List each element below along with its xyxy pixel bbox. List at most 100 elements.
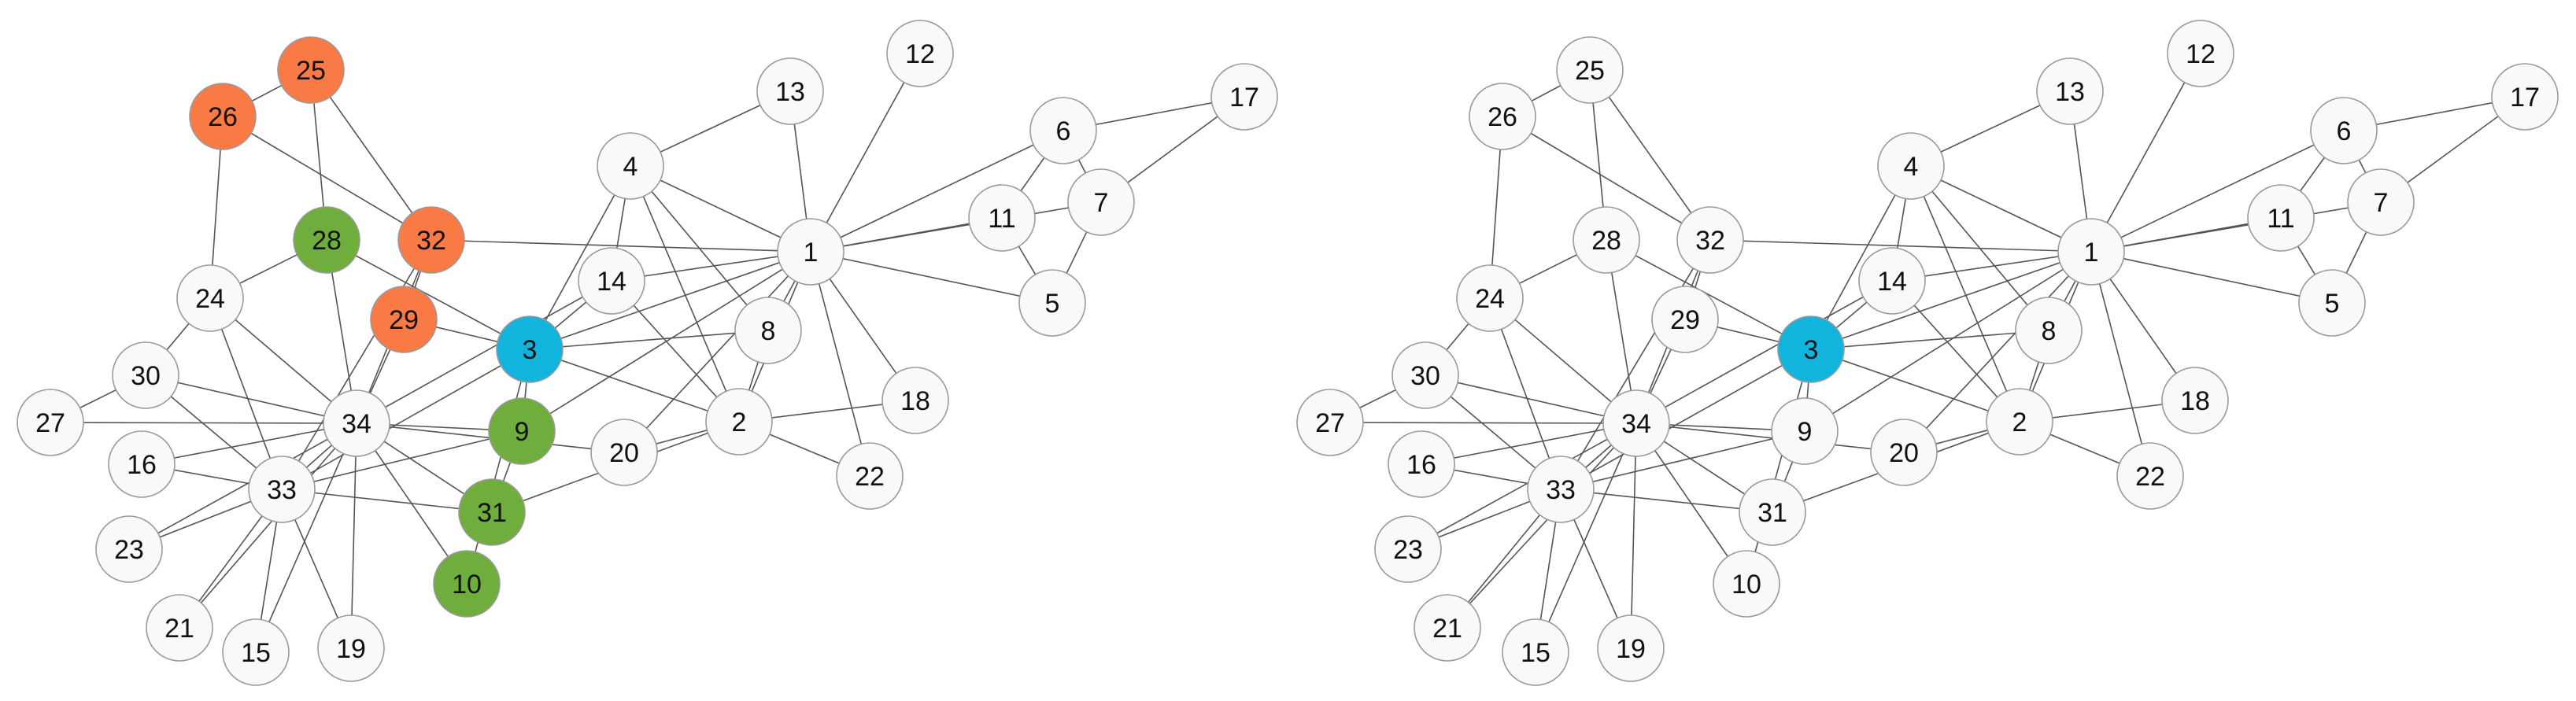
node-15: 15 [1502, 618, 1569, 686]
node-circle [1391, 341, 1459, 409]
node-label: 21 [164, 614, 194, 644]
node-label: 32 [1695, 226, 1725, 256]
edge-3-10 [1746, 349, 1812, 585]
node-label: 6 [2337, 116, 2352, 146]
node-6: 6 [2310, 97, 2378, 164]
node-circle [886, 20, 954, 87]
node-circle [836, 442, 904, 510]
node-circle [1877, 132, 1945, 200]
edge-24-33 [1489, 297, 1561, 490]
node-9: 9 [1771, 397, 1839, 465]
node-label: 9 [515, 417, 530, 447]
edge-21-34 [179, 422, 357, 629]
node-14: 14 [578, 247, 645, 315]
edge-23-34 [128, 422, 357, 550]
node-circle [705, 388, 773, 456]
node-label: 18 [900, 386, 930, 416]
edge-30-34 [145, 374, 357, 424]
node-label: 13 [2055, 77, 2085, 107]
node-label: 21 [1432, 614, 1462, 644]
node-circle [277, 36, 345, 104]
node-18: 18 [2161, 367, 2229, 434]
node-5: 5 [2298, 269, 2366, 337]
node-label: 31 [477, 498, 507, 528]
node-circle [2167, 20, 2234, 87]
node-15: 15 [222, 618, 290, 686]
edge-1-3 [1810, 251, 2092, 350]
node-24: 24 [176, 264, 244, 332]
node-8: 8 [2015, 297, 2083, 364]
node-circle [1739, 478, 1806, 546]
node-label: 20 [1889, 438, 1919, 468]
node-circle [2161, 367, 2229, 434]
node-label: 7 [2374, 188, 2389, 218]
edge-1-20 [1903, 251, 2092, 453]
node-label: 19 [336, 634, 366, 664]
edge-14-34 [356, 280, 612, 424]
graph-left: 1234567891011121314151617181920212223242… [17, 20, 1278, 686]
node-label: 9 [1798, 417, 1813, 447]
node-circle [2298, 269, 2366, 337]
node-label: 15 [241, 638, 271, 668]
node-label: 2 [732, 408, 747, 437]
nodes-left: 1234567891011121314151617181920212223242… [17, 20, 1278, 686]
node-29: 29 [1651, 286, 1719, 353]
node-11: 11 [968, 184, 1036, 252]
node-circle [590, 419, 658, 486]
node-1: 1 [777, 218, 844, 286]
edge-1-6 [2090, 130, 2345, 253]
node-label: 17 [1229, 83, 1259, 113]
node-22: 22 [2116, 442, 2184, 510]
node-circle [222, 618, 290, 686]
node-circle [1573, 206, 1640, 274]
node-label: 18 [2180, 386, 2210, 416]
node-label: 10 [452, 570, 482, 600]
node-32: 32 [397, 206, 465, 274]
edge-1-20 [623, 251, 811, 453]
node-13: 13 [756, 57, 824, 125]
edge-26-32 [1502, 116, 1711, 241]
edge-2-3 [529, 349, 740, 422]
node-circle [597, 132, 664, 200]
node-label: 7 [1094, 188, 1109, 218]
node-20: 20 [1870, 419, 1938, 486]
node-label: 23 [114, 535, 144, 565]
edge-27-34 [1329, 422, 1637, 424]
node-circle [777, 218, 844, 286]
node-circle [1388, 430, 1455, 498]
edge-1-5 [2090, 251, 2333, 304]
node-label: 20 [609, 438, 639, 468]
node-10: 10 [433, 550, 501, 618]
node-2: 2 [1986, 388, 2053, 456]
node-label: 22 [855, 462, 885, 492]
edge-3-8 [529, 330, 769, 350]
node-label: 28 [312, 226, 342, 256]
node-12: 12 [2167, 20, 2234, 87]
node-23: 23 [1374, 515, 1442, 583]
node-label: 34 [1621, 409, 1651, 439]
node-label: 24 [195, 284, 225, 314]
node-19: 19 [1597, 614, 1665, 682]
node-label: 8 [761, 316, 776, 346]
node-circle [2116, 442, 2184, 510]
node-2: 2 [705, 388, 773, 456]
node-label: 23 [1393, 535, 1423, 565]
node-circle [1986, 388, 2053, 456]
node-circle [176, 264, 244, 332]
node-circle [1713, 550, 1780, 618]
node-9: 9 [488, 397, 556, 465]
node-label: 29 [1670, 305, 1700, 335]
graph-right: 1234567891011121314151617181920212223242… [1296, 20, 2559, 686]
edge-4-8 [630, 165, 769, 331]
node-circle [248, 456, 316, 523]
node-circle [2036, 57, 2104, 125]
node-circle [1210, 63, 1278, 131]
node-23: 23 [95, 515, 163, 583]
edge-15-34 [255, 422, 357, 653]
node-circle [433, 550, 501, 618]
node-21: 21 [146, 594, 213, 662]
edge-31-33 [1560, 489, 1773, 513]
node-circle [968, 184, 1036, 252]
node-circle [1556, 36, 1624, 104]
